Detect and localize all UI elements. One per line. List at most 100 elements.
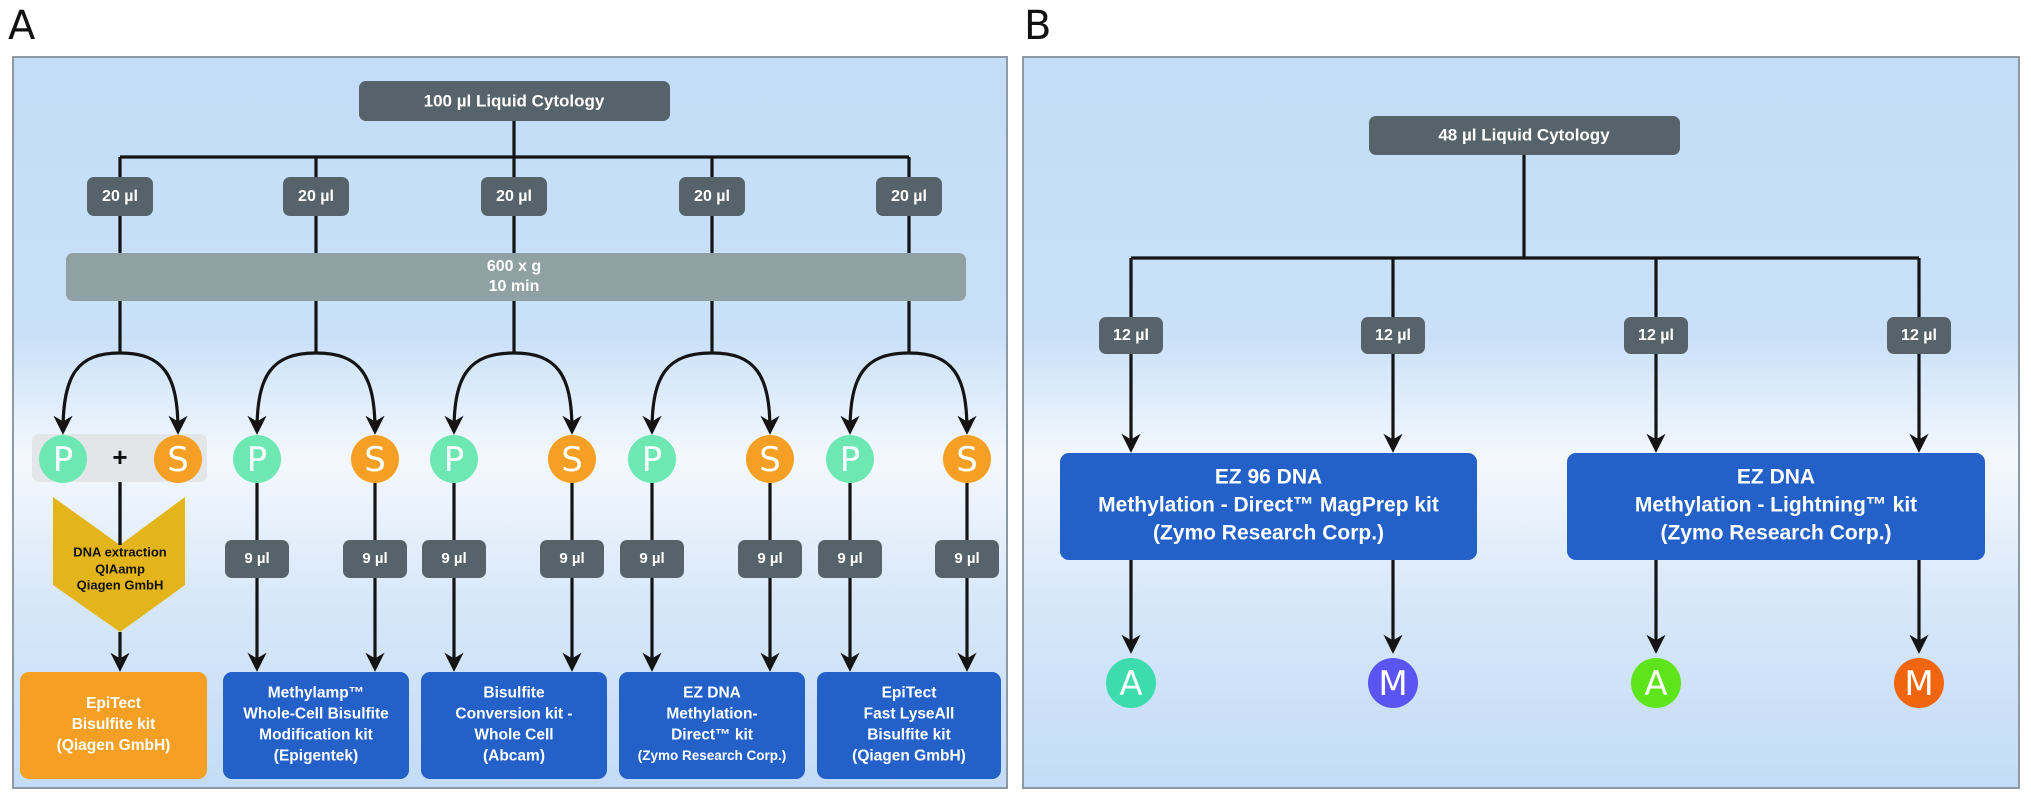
pellet-arc-arrow [642, 351, 713, 435]
kit-name-line-b: EZ 96 DNA [1215, 466, 1322, 489]
kit-name-line: (Epigentek) [274, 748, 358, 765]
volume-label: 9 µl [559, 550, 584, 567]
pellet-circle-shape [628, 435, 676, 483]
supernatant-circle-label: S [364, 440, 386, 480]
kit-box [619, 672, 805, 779]
supernatant-circle: S [351, 435, 399, 483]
centrifuge-speed: 600 x g [487, 258, 541, 275]
supernatant-arc-arrow [119, 351, 188, 435]
kit-name-line: Conversion kit - [455, 706, 572, 723]
volume-box [738, 540, 802, 578]
kit-name-line: (Qiagen GmbH) [57, 737, 171, 754]
pellet-arc-arrow [53, 351, 121, 435]
supernatant-circle-shape [154, 435, 202, 483]
aliquot-label-b: 12 µl [1901, 327, 1937, 344]
kit-name-line: (Zymo Research Corp.) [638, 748, 787, 763]
kit-box [421, 672, 607, 779]
aliquot-label: 20 µl [496, 188, 532, 205]
volume-label: 9 µl [639, 550, 664, 567]
volume-box [620, 540, 684, 578]
panel-a-letter: A [8, 3, 36, 49]
aliquot-box [876, 177, 942, 216]
volume-label: 9 µl [954, 550, 979, 567]
volume-label: 9 µl [837, 550, 862, 567]
volume-box [818, 540, 882, 578]
output-circle-shape [1368, 658, 1418, 708]
pellet-circle-label: P [53, 440, 74, 480]
pellet-circle-label: P [840, 440, 861, 480]
extraction-vendor: Qiagen GmbH [77, 577, 164, 592]
kit-name-line: Whole-Cell Bisulfite [243, 706, 389, 723]
kit-name-line-b: (Zymo Research Corp.) [1660, 522, 1891, 545]
supernatant-arc-arrow [513, 351, 582, 435]
output-circle: A [1106, 658, 1156, 708]
supernatant-circle-label: S [759, 440, 781, 480]
volume-box [343, 540, 407, 578]
aliquot-box-b [1887, 317, 1951, 354]
kit-name-line-b: Methylation - Lightning™ kit [1635, 494, 1917, 517]
output-circle-label: A [1644, 664, 1667, 704]
supernatant-circle: S [746, 435, 794, 483]
supernatant-arc-arrow [908, 351, 977, 435]
aliquot-box-b [1361, 317, 1425, 354]
supernatant-circle-shape [548, 435, 596, 483]
kit-name-line: Direct™ kit [671, 727, 753, 744]
output-circle-shape [1631, 658, 1681, 708]
supernatant-circle: S [154, 435, 202, 483]
aliquot-label-b: 12 µl [1375, 327, 1411, 344]
plus-sign: + [112, 442, 127, 472]
dna-extraction-chevron [53, 497, 185, 632]
volume-box [540, 540, 604, 578]
output-circle-label: A [1119, 664, 1142, 704]
volume-label: 9 µl [757, 550, 782, 567]
pellet-circle-shape [39, 435, 87, 483]
kit-box-b [1567, 453, 1985, 560]
volume-box [225, 540, 289, 578]
pellet-arc-arrow [840, 351, 910, 435]
kit-name-line: Bisulfite kit [72, 716, 156, 733]
output-circle-label: M [1378, 664, 1407, 704]
kit-box [20, 672, 207, 779]
pellet-circle: P [430, 435, 478, 483]
pellet-arc-arrow [444, 351, 515, 435]
supernatant-arc-arrow [315, 351, 385, 435]
pellet-circle-shape [233, 435, 281, 483]
kit-name-line: EpiTect [882, 685, 937, 702]
kit-name-line-b: Methylation - Direct™ MagPrep kit [1098, 494, 1439, 517]
supernatant-circle-shape [746, 435, 794, 483]
extraction-kit: QIAamp [95, 561, 145, 576]
pellet-circle: P [628, 435, 676, 483]
aliquot-label-b: 12 µl [1113, 327, 1149, 344]
supernatant-circle: S [943, 435, 991, 483]
pellet-circle-shape [826, 435, 874, 483]
kit-name-line-b: EZ DNA [1737, 466, 1815, 489]
source-label-b: 48 µl Liquid Cytology [1438, 125, 1610, 144]
kit-name-line: Methylation- [666, 706, 757, 723]
panel-b [1022, 56, 2020, 789]
source-box-a [359, 81, 670, 121]
supernatant-arc-arrow [711, 351, 780, 435]
source-box-b [1369, 116, 1680, 155]
output-circle-shape [1106, 658, 1156, 708]
supernatant-circle-label: S [561, 440, 583, 480]
aliquot-box [283, 177, 349, 216]
supernatant-circle-shape [943, 435, 991, 483]
volume-label: 9 µl [441, 550, 466, 567]
kit-name-line: Methylamp™ [268, 685, 364, 702]
aliquot-box [679, 177, 745, 216]
kit-name-line: (Abcam) [483, 748, 545, 765]
kit-name-line: EZ DNA [683, 685, 741, 702]
kit-name-line: Whole Cell [474, 727, 553, 744]
output-circle: M [1368, 658, 1418, 708]
output-circle: A [1631, 658, 1681, 708]
aliquot-label: 20 µl [298, 188, 334, 205]
kit-box [817, 672, 1001, 779]
kit-name-line: Modification kit [259, 727, 373, 744]
aliquot-label: 20 µl [891, 188, 927, 205]
pellet-circle: P [826, 435, 874, 483]
aliquot-box-b [1099, 317, 1163, 354]
volume-label: 9 µl [362, 550, 387, 567]
